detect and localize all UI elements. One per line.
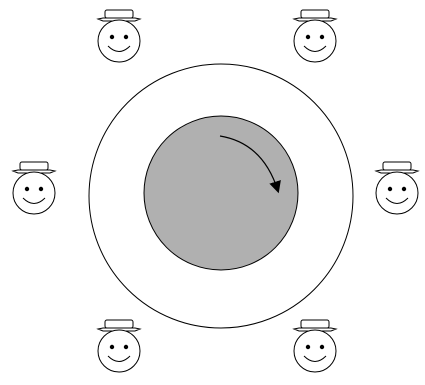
person-top-left-icon — [98, 10, 140, 62]
person-middle-left-icon — [13, 162, 55, 214]
person-middle-right-icon — [376, 162, 418, 214]
person-bottom-right-icon — [294, 320, 336, 372]
person-bottom-left-icon — [98, 320, 140, 372]
turntable — [144, 116, 298, 270]
person-top-right-icon — [294, 10, 336, 62]
